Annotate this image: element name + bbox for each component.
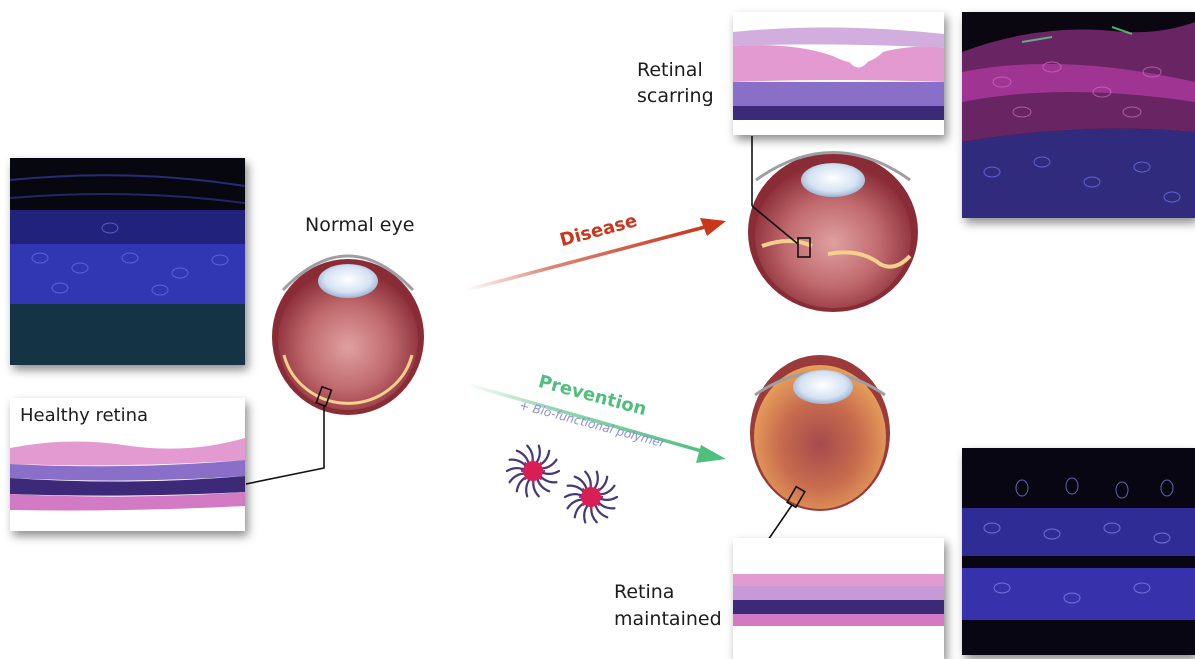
maintained-he-micrograph <box>733 538 944 659</box>
maintained-leader-line <box>768 505 792 540</box>
maintained-fluorescence-micrograph <box>962 448 1195 655</box>
retinal-scarring-label-line2: scarring <box>637 84 714 108</box>
retina-maintained-label-line1: Retina <box>614 580 674 604</box>
healthy-retina-leader-line <box>246 405 324 484</box>
healthy-retina-label: Healthy retina <box>20 404 148 428</box>
retinal-scarring-label-line1: Retinal <box>637 58 703 82</box>
treated-eye-icon <box>750 355 890 511</box>
disease-label: Disease <box>558 210 640 251</box>
polymer-nanoparticle-icon-2 <box>565 472 617 523</box>
normal-eye-label: Normal eye <box>305 213 414 237</box>
retina-maintained-label-line2: maintained <box>614 607 722 631</box>
scarring-fluorescence-micrograph <box>962 12 1195 218</box>
healthy-fluorescence-micrograph <box>10 158 245 365</box>
diseased-eye-icon <box>748 152 918 312</box>
polymer-nanoparticle-icon <box>507 446 559 497</box>
scarring-he-micrograph <box>733 12 944 135</box>
normal-eye-icon <box>272 256 424 415</box>
